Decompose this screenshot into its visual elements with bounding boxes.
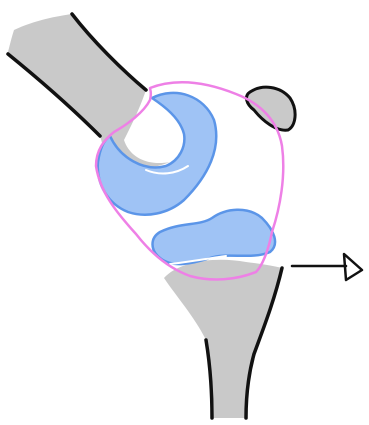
femur-bone	[8, 14, 170, 170]
tibial-cartilage	[153, 210, 276, 264]
tibia-bone	[164, 260, 282, 418]
patella	[247, 87, 296, 130]
